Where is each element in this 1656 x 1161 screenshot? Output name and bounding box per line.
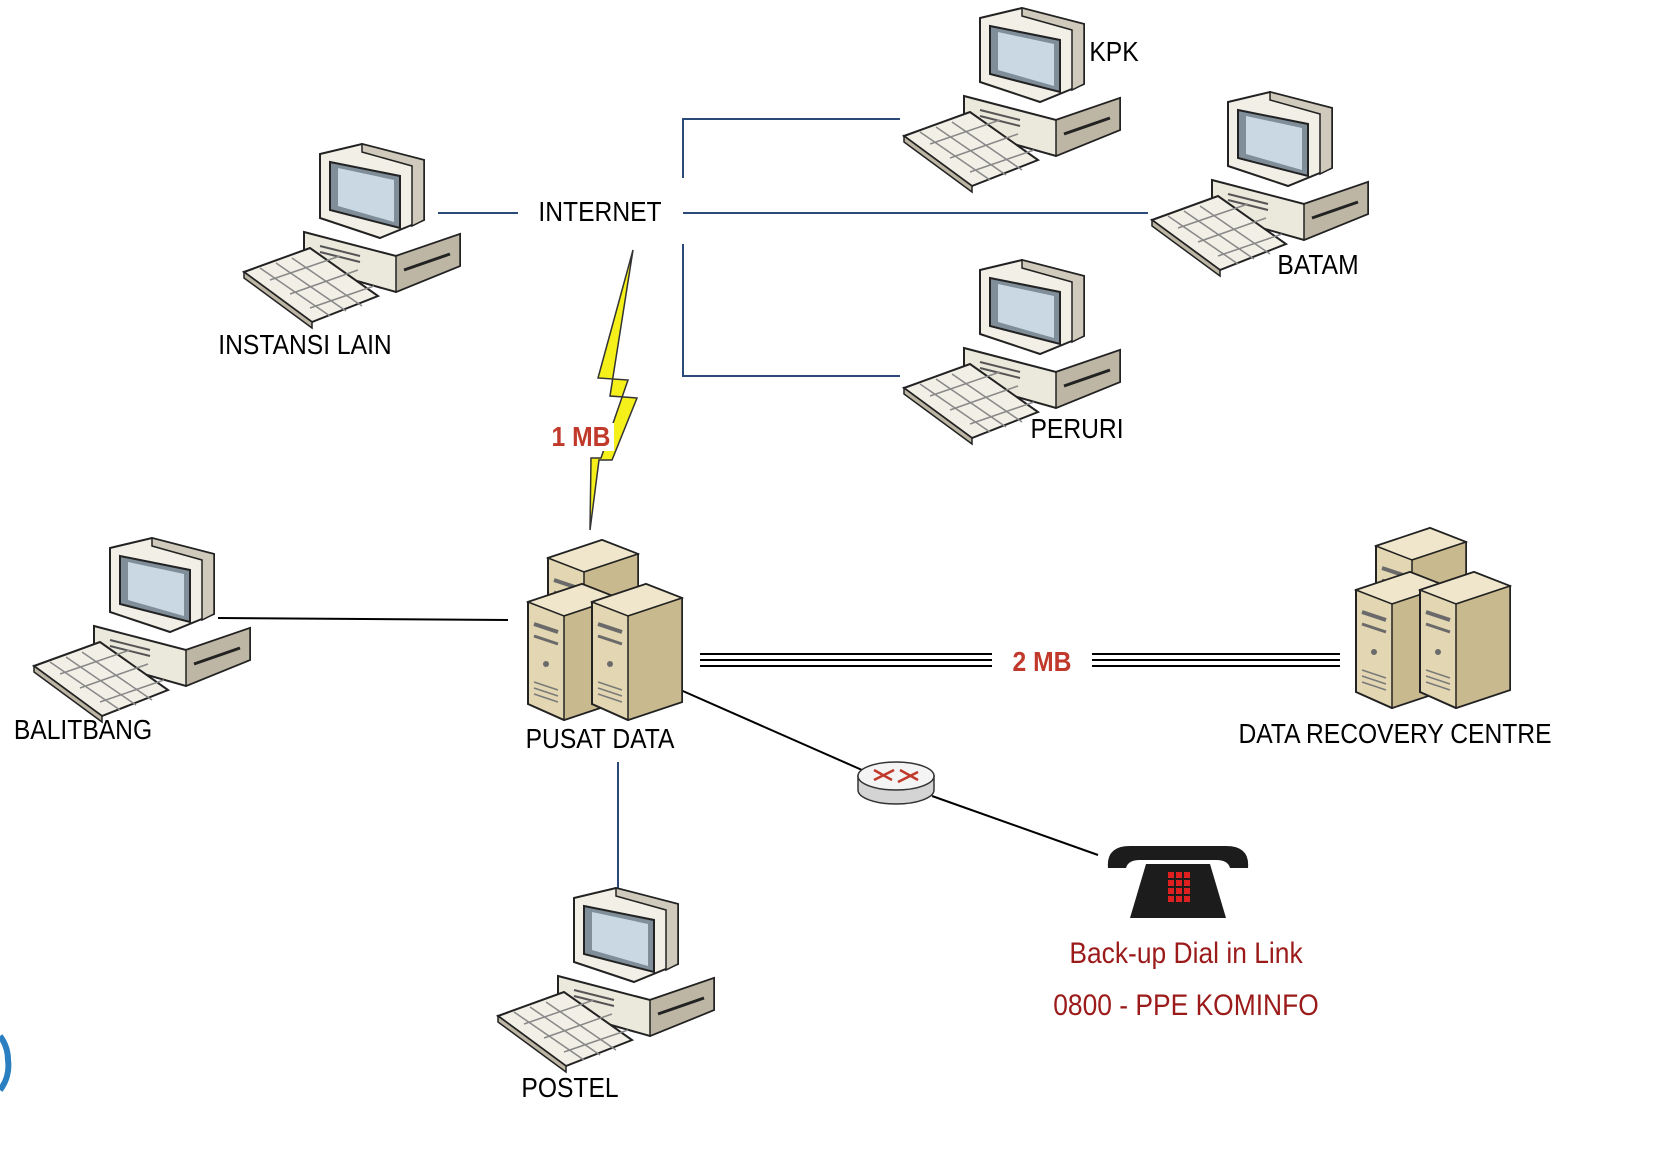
recovery-link: [700, 653, 1340, 667]
logo-fragment: [0, 1034, 12, 1092]
node-label-peruri: PERURI: [1030, 413, 1124, 444]
desktop-pc-icon-postel[interactable]: [496, 886, 716, 1074]
desktop-pc-icon-balitbang[interactable]: [32, 536, 252, 724]
node-label-data-recovery: DATA RECOVERY CENTRE: [1238, 718, 1552, 749]
node-label-pusat-data: PUSAT DATA: [525, 723, 675, 754]
backup-number-label: 0800 - PPE KOMINFO: [1053, 989, 1319, 1022]
desktop-pc-icon-kpk[interactable]: [902, 6, 1122, 194]
server-cluster-icon-pusat-data[interactable]: [528, 540, 682, 720]
backup-link-label: Back-up Dial in Link: [1069, 937, 1303, 970]
server-cluster-icon-data-recovery[interactable]: [1356, 528, 1510, 708]
node-label-internet: INTERNET: [538, 196, 662, 227]
node-label-batam: BATAM: [1277, 249, 1359, 280]
backup-dial-link: [675, 687, 1099, 856]
internet-links: [438, 118, 1148, 377]
node-label-kpk: KPK: [1089, 36, 1139, 67]
router-icon[interactable]: [857, 761, 935, 805]
desktop-pc-icon-instansi-lain[interactable]: [242, 142, 462, 330]
node-label-postel: POSTEL: [521, 1072, 619, 1103]
lightning-link-icon: [589, 249, 639, 531]
node-label-balitbang: BALITBANG: [13, 714, 153, 745]
bandwidth-label-recovery: 2 MB: [1009, 648, 1075, 676]
bandwidth-label-internet: 1 MB: [548, 423, 614, 451]
telephone-icon[interactable]: [1107, 846, 1249, 918]
balitbang-link: [217, 617, 509, 621]
node-label-instansi-lain: INSTANSI LAIN: [218, 329, 392, 360]
